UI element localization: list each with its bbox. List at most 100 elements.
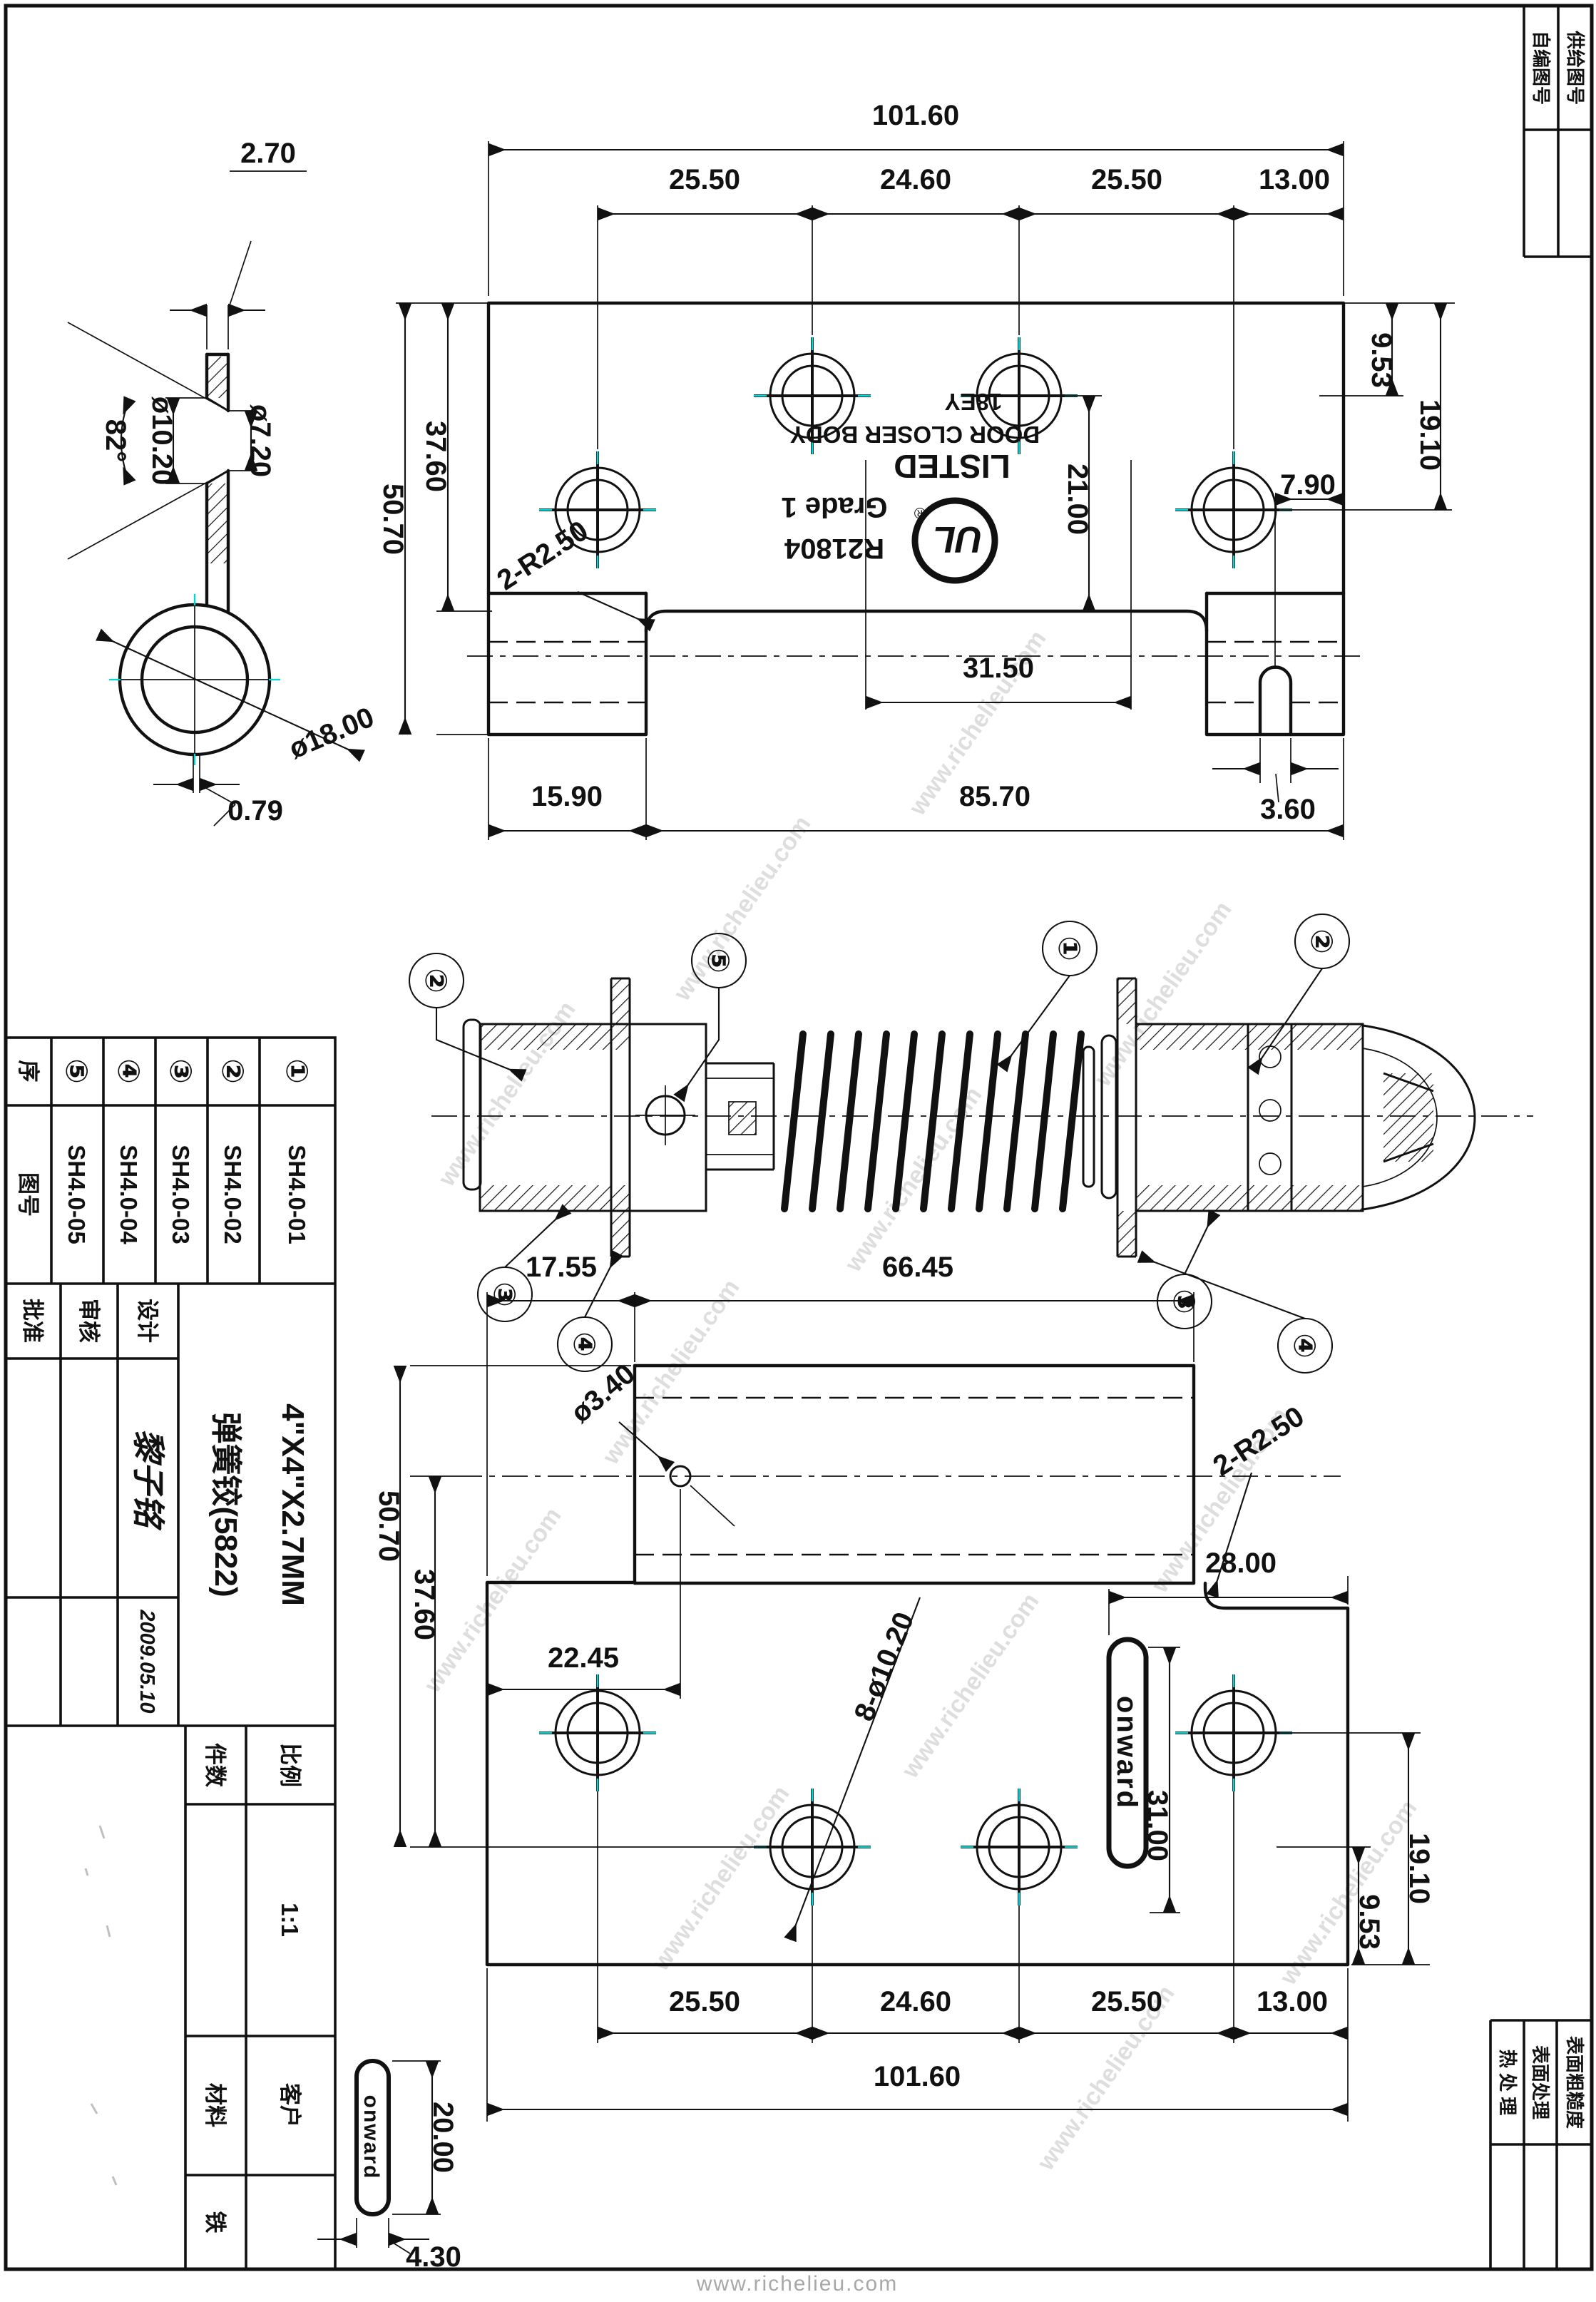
- ul-body-text: DOOR CLOSER BODY: [790, 421, 1040, 448]
- heat-treatment-label: 热 处 理: [1497, 2050, 1518, 2115]
- self-drawing-no-label: 自编图号: [1530, 31, 1552, 105]
- dim-pitch3: 25.50: [1091, 164, 1162, 195]
- callout-label: ③: [488, 1282, 521, 1307]
- dim-curl-gap: 0.79: [227, 795, 283, 827]
- check-label: 审核: [76, 1299, 101, 1343]
- dwg-no: SH4.0-03: [168, 1145, 194, 1244]
- callout-label: ②: [419, 968, 453, 993]
- dim-edge-to-knuckle: 50.70: [377, 484, 409, 555]
- surface-roughness-label: 表面粗糙度: [1564, 2036, 1585, 2129]
- dwg-no: SH4.0-01: [284, 1145, 310, 1244]
- dim-csk-angle: 82°: [100, 419, 131, 463]
- callout-2-left: ②: [408, 952, 527, 1082]
- dwg-no: SH4.0-05: [63, 1145, 90, 1244]
- supply-drawing-no-label: 供给图号: [1565, 30, 1586, 105]
- dim-csk-dia: ø10.20: [146, 397, 178, 486]
- dim-pitch1: 25.50: [669, 1986, 740, 2017]
- designer-signature: 黎子铭: [130, 1428, 167, 1531]
- dim-knuckle-span: 85.70: [959, 781, 1030, 812]
- dim-pitch2: 24.60: [880, 1986, 951, 2017]
- ul-listed: LISTED: [894, 448, 1011, 485]
- pencil-marks: [84, 1825, 118, 2186]
- assembly-view: ② ⑤ ① ② ③ ④ ③: [408, 913, 1533, 1374]
- onward-logo-text: onward: [359, 2095, 383, 2180]
- dim-logo-pos: 31.00: [1142, 1790, 1173, 1861]
- surface-treatment-label: 表面处理: [1530, 2045, 1551, 2119]
- footer-watermark: www.richelieu.com: [696, 2272, 898, 2296]
- watermark-text: www.richelieu.com: [419, 1503, 567, 1698]
- spring-coils: [781, 1030, 1085, 1212]
- ul-cert-text: 18EY: [945, 389, 1003, 415]
- dim-knuckle-left: 15.90: [531, 781, 603, 812]
- dim-corner-radius: 2-R2.50: [491, 515, 593, 596]
- dim-pitch3: 25.50: [1091, 1986, 1162, 2017]
- dim-seg-left: 17.55: [526, 1252, 597, 1283]
- dim-knuckle-dia: ø18.00: [285, 701, 379, 764]
- seq-item: ②: [216, 1058, 250, 1084]
- callout-1: ①: [996, 920, 1098, 1073]
- ul-logo-circle-icon: [911, 497, 998, 584]
- dim-row-b: 19.10: [1403, 1833, 1435, 1904]
- material-value: 铁: [203, 2211, 227, 2234]
- dim-logo-height: 20.00: [427, 2102, 459, 2173]
- dwg-no-header: 图号: [16, 1172, 41, 1217]
- top-view: UL ® R21804 Grade 1 LISTED DOOR CLOSER B…: [377, 100, 1455, 840]
- callout-label: ①: [1053, 936, 1086, 961]
- seq-item: ④: [112, 1058, 145, 1084]
- dwg-no: SH4.0-04: [116, 1145, 142, 1244]
- registered-mark-icon: ®: [914, 504, 926, 522]
- material-label: 材料: [203, 2083, 227, 2127]
- onward-logo-stamp: onward: [1106, 1637, 1149, 1869]
- dim-overall-width: 101.60: [872, 100, 959, 131]
- seq-item: ⑤: [60, 1058, 93, 1084]
- approve-label: 批准: [20, 1299, 45, 1343]
- dim-knuckle-to-edge: 50.70: [373, 1490, 404, 1562]
- part-title-line1: 4"X4"X2.7MM: [275, 1403, 310, 1606]
- design-date: 2009.05.10: [135, 1609, 158, 1713]
- seq-header: 序: [16, 1060, 41, 1083]
- ul-logo-icon: UL: [933, 518, 982, 560]
- watermark-text: www.richelieu.com: [647, 1781, 795, 1976]
- dim-thickness: 2.70: [240, 138, 296, 169]
- dim-pitch2: 24.60: [880, 164, 951, 195]
- dwg-no: SH4.0-02: [220, 1145, 246, 1244]
- ul-file-number: R21804: [784, 533, 884, 564]
- corner-box-bottom-right: 热 处 理 表面处理 表面粗糙度: [1489, 2019, 1592, 2269]
- bottom-view: ø3.40 onward 17.55 66.45 22.45 50.70 37.…: [373, 1252, 1435, 2122]
- dim-logo-width: 4.30: [406, 2241, 461, 2273]
- corner-box-top-right: 自编图号 供给图号: [1523, 6, 1592, 258]
- onward-logo-text: onward: [1111, 1696, 1142, 1810]
- callout-label: ②: [1305, 929, 1339, 954]
- callout-label: ④: [568, 1331, 601, 1357]
- watermark-text: www.richelieu.com: [668, 811, 817, 1006]
- callout-4-right: ④: [1137, 1250, 1334, 1374]
- callout-label: ④: [1288, 1333, 1321, 1359]
- design-label: 设计: [135, 1299, 160, 1343]
- dim-slot-offset: 7.90: [1280, 469, 1336, 501]
- ul-grade: Grade 1: [782, 491, 888, 523]
- part-title-line2: 弹簧铰(5822): [208, 1412, 243, 1597]
- scale-value: 1:1: [277, 1903, 303, 1937]
- logo-detail-view: onward 20.00 4.30: [317, 2059, 461, 2273]
- dim-edge-to-cut: 37.60: [420, 421, 451, 492]
- callout-2-right: ②: [1247, 913, 1351, 1075]
- dim-seg-right: 66.45: [882, 1252, 953, 1283]
- dim-cut-to-edge: 37.60: [409, 1569, 440, 1640]
- title-block: 序 ⑤ ④ ③ ② ① 图号 SH4.0-05 SH4.0-04 SH4.0-0…: [4, 1036, 337, 2271]
- dim-row-b: 19.10: [1414, 399, 1446, 471]
- watermark-text: www.richelieu.com: [896, 1588, 1045, 1784]
- callout-5: ⑤: [673, 932, 747, 1103]
- dim-row-a: 9.53: [1354, 1894, 1385, 1950]
- callout-label: ⑤: [702, 948, 735, 973]
- qty-label: 件数: [203, 1743, 227, 1787]
- dim-pitch1: 25.50: [669, 164, 740, 195]
- seq-item: ①: [280, 1058, 314, 1084]
- watermark-text: www.richelieu.com: [1089, 896, 1237, 1092]
- scale-label: 比例: [277, 1743, 302, 1787]
- dim-corner-radius: 2-R2.50: [1207, 1401, 1309, 1482]
- ul-mark: UL ® R21804 Grade 1 LISTED DOOR CLOSER B…: [782, 389, 1040, 584]
- dim-slot-width: 3.60: [1260, 794, 1316, 825]
- dim-overall-width: 101.60: [874, 2061, 961, 2092]
- dim-pitch4: 13.00: [1259, 164, 1330, 195]
